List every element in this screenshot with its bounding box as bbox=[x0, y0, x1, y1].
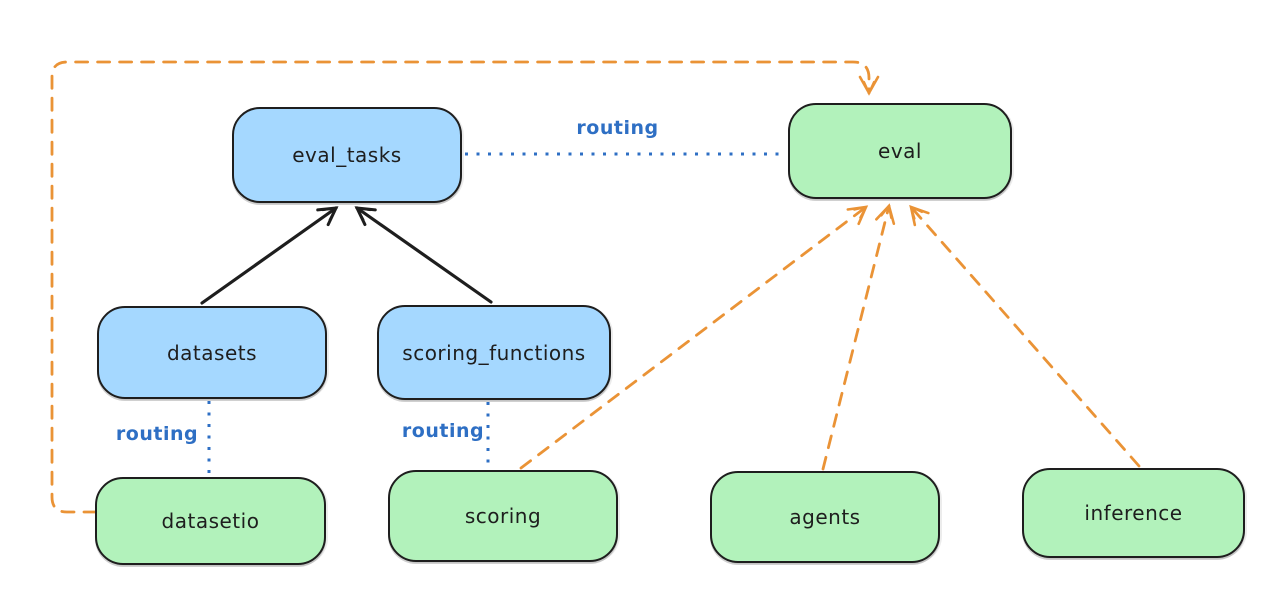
node-scoring-functions-label: scoring_functions bbox=[402, 340, 586, 365]
node-agents-label: agents bbox=[789, 505, 861, 529]
edge-label-routing-scoring-functions-to-scoring: routing bbox=[401, 420, 485, 442]
node-datasetio-label: datasetio bbox=[161, 509, 260, 533]
node-datasetio: datasetio bbox=[95, 477, 326, 565]
node-inference: inference bbox=[1022, 468, 1245, 558]
node-eval-tasks: eval_tasks bbox=[232, 107, 462, 203]
edge-label-routing-eval-tasks-to-eval: routing bbox=[576, 117, 659, 139]
node-scoring-functions: scoring_functions bbox=[377, 305, 611, 400]
edge-agents-to-eval bbox=[821, 203, 896, 471]
node-inference-label: inference bbox=[1084, 501, 1183, 525]
node-eval: eval bbox=[788, 103, 1012, 199]
node-eval-label: eval bbox=[878, 139, 922, 163]
node-agents: agents bbox=[710, 471, 940, 563]
edge-inference-to-eval bbox=[909, 205, 1141, 468]
node-datasets-label: datasets bbox=[166, 340, 258, 365]
node-scoring: scoring bbox=[388, 470, 618, 562]
node-scoring-label: scoring bbox=[464, 504, 542, 528]
edge-datasets-to-eval-tasks bbox=[200, 206, 339, 305]
edge-scoring-functions-to-eval-tasks bbox=[354, 206, 493, 304]
edge-label-routing-datasets-to-datasetio: routing bbox=[115, 423, 199, 445]
node-datasets: datasets bbox=[97, 306, 327, 399]
node-eval-tasks-label: eval_tasks bbox=[292, 143, 402, 167]
